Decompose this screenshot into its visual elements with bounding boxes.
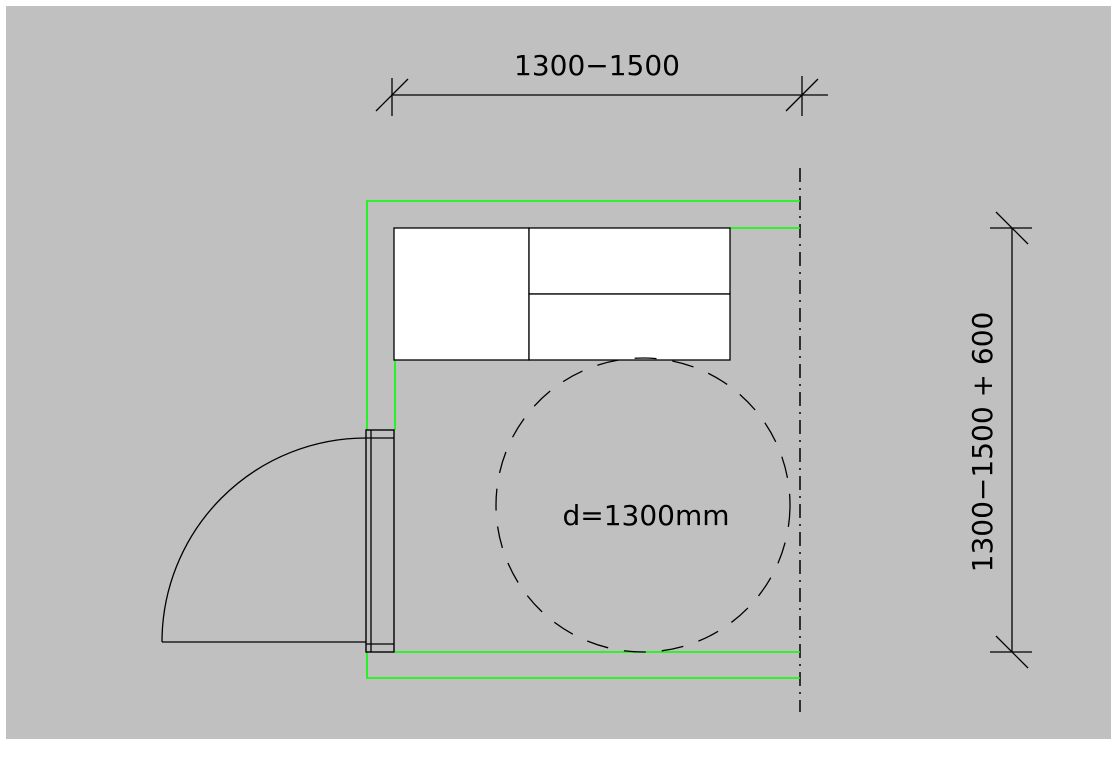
wall-outline (366, 200, 800, 679)
turning-circle-label: d=1300mm (562, 499, 729, 532)
door-frame (365, 429, 395, 653)
depth-dimension: 1300−1500 + 600 (966, 211, 1032, 669)
width-dimension: 1300−1500 (375, 49, 828, 116)
outer-wall-top-left (366, 200, 800, 430)
width-tick-left (375, 78, 409, 112)
depth-dimension-label: 1300−1500 + 600 (966, 312, 999, 573)
outer-wall-bottom (366, 652, 800, 679)
fixture-lower-block (528, 293, 731, 361)
door-frame-outer (365, 429, 395, 653)
drawing-canvas (6, 6, 1111, 739)
depth-tick-top (995, 211, 1029, 245)
fixture-upper-block (528, 227, 731, 295)
fixture-left-block (393, 227, 530, 361)
turning-circle (495, 357, 791, 653)
door-swing-arc (161, 437, 367, 643)
fixtures (393, 227, 731, 361)
depth-tick-bottom (995, 635, 1029, 669)
door-swing (161, 437, 367, 643)
width-dimension-label: 1300−1500 (514, 49, 680, 82)
